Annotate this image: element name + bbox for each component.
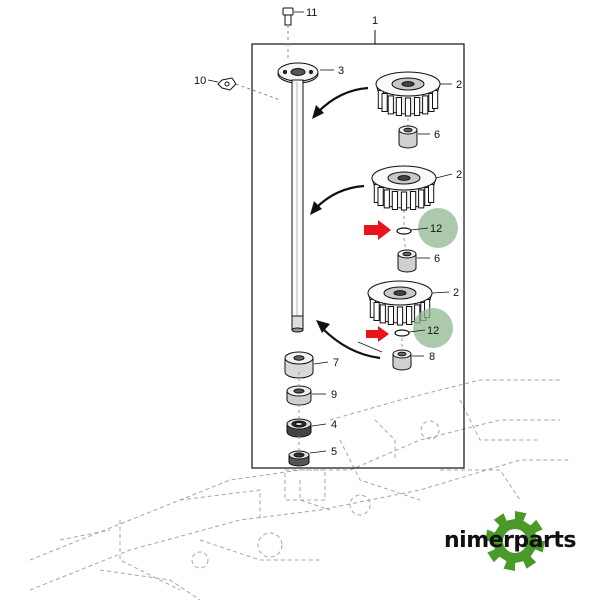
callout-12-upper: 12 bbox=[430, 223, 442, 235]
callout-11: 11 bbox=[306, 7, 317, 19]
callout-7: 7 bbox=[333, 357, 339, 369]
assembly-box bbox=[251, 43, 465, 469]
red-arrow-upper bbox=[364, 220, 391, 240]
callout-8: 8 bbox=[429, 351, 435, 363]
assembly-arrow-tails bbox=[357, 341, 383, 353]
gear-icon bbox=[485, 511, 545, 571]
callout-2: 2 bbox=[453, 287, 459, 299]
callout-12-lower: 12 bbox=[427, 325, 439, 337]
callout-1: 1 bbox=[372, 15, 378, 27]
gear-2-mid-leader bbox=[435, 173, 453, 179]
callout-10: 10 bbox=[194, 75, 206, 87]
gear-2-bottom bbox=[367, 280, 433, 326]
flange-3 bbox=[277, 62, 319, 84]
callout-3: 3 bbox=[338, 65, 344, 77]
red-arrow-lower bbox=[366, 326, 389, 342]
callout-2: 2 bbox=[456, 169, 462, 181]
assembly-arrowheads bbox=[310, 105, 330, 333]
callout-2: 2 bbox=[456, 79, 462, 91]
shaft bbox=[291, 79, 304, 333]
callout-6-top: 6 bbox=[434, 129, 440, 141]
assembly-arrows bbox=[315, 86, 381, 360]
ring-12-upper bbox=[396, 227, 412, 235]
callout-6-mid: 6 bbox=[434, 253, 440, 265]
highlight-12-upper bbox=[418, 208, 458, 248]
gear-group: 2 2 2 bbox=[367, 71, 462, 326]
gear-2-mid bbox=[371, 165, 437, 211]
callout-4: 4 bbox=[331, 419, 337, 431]
bearing-4 bbox=[286, 418, 312, 438]
gear-2-top bbox=[375, 71, 441, 117]
nut-10 bbox=[217, 77, 281, 101]
bushing-6-top bbox=[398, 125, 418, 149]
brand-logo-text: nimerparts bbox=[444, 528, 576, 553]
ring-12-lower bbox=[394, 329, 410, 337]
highlight-12-lower bbox=[413, 308, 453, 348]
callout-9: 9 bbox=[331, 389, 337, 401]
spacer-7 bbox=[284, 351, 314, 379]
frame-sketch bbox=[29, 379, 570, 600]
washer-9 bbox=[286, 385, 312, 406]
bolt-11 bbox=[282, 7, 294, 60]
logo-gear-hole bbox=[503, 529, 527, 553]
bearing-5 bbox=[288, 450, 310, 467]
bushing-6-mid bbox=[397, 249, 417, 273]
gear-2-bottom-leader bbox=[431, 291, 450, 294]
bushing-8 bbox=[392, 349, 412, 371]
callout-5: 5 bbox=[331, 446, 337, 458]
